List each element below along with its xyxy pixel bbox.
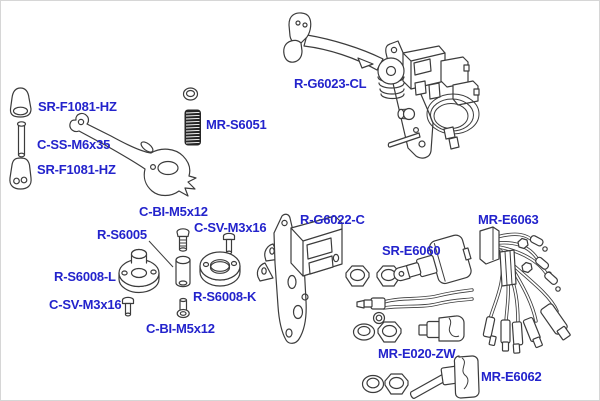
hex-nut-part [384,373,409,395]
leader-line-r-s6005 [148,240,174,268]
label-c-bi-m5x12-top[interactable]: C-BI-M5x12 [139,204,208,219]
label-c-ss-m6x35[interactable]: C-SS-M6x35 [37,137,111,152]
label-r-s6008-l[interactable]: R-S6008-L [54,269,116,284]
label-sr-f1081-hz-top[interactable]: SR-F1081-HZ [38,99,117,114]
spring-part [184,109,201,146]
screw-csv-right-part [222,232,236,255]
hex-nut-part [377,321,402,343]
screw-csv-left-part [121,296,135,317]
label-sr-e6060[interactable]: SR-E6060 [382,243,441,258]
washer-part [352,323,376,341]
knob-cap-part [9,87,32,118]
sr-e6060-part [393,234,472,285]
lever-arm-part [69,112,197,197]
screw-cbi-bottom-part [176,297,190,319]
screw-css-part [16,121,27,158]
label-r-g6022-c[interactable]: R-G6022-C [300,212,365,227]
small-washer-part [372,311,386,325]
label-c-sv-m3x16-right[interactable]: C-SV-M3x16 [194,220,267,235]
label-c-bi-m5x12-bot[interactable]: C-BI-M5x12 [146,321,215,336]
label-r-g6023-cl[interactable]: R-G6023-CL [294,76,367,91]
label-r-s6008-k[interactable]: R-S6008-K [193,289,257,304]
ring-part [182,87,199,101]
grip-part [9,157,32,190]
label-sr-f1081-hz-bot[interactable]: SR-F1081-HZ [37,162,116,177]
cable-part [356,288,474,310]
r-s6008-k-part [199,251,241,287]
label-c-sv-m3x16-left[interactable]: C-SV-M3x16 [49,297,122,312]
mr-e6063-part [479,226,571,354]
label-mr-e6063[interactable]: MR-E6063 [478,212,539,227]
label-mr-s6051[interactable]: MR-S6051 [206,117,267,132]
mr-e6062-part [410,355,480,399]
mr-e020-zw-part [418,315,465,342]
label-mr-e6062[interactable]: MR-E6062 [481,369,542,384]
screw-cbi-top-part [176,228,190,252]
bracket-r-g6022-c-part [256,213,343,344]
r-s6008-l-part [118,248,160,294]
r-s6005-part [175,255,191,288]
assembly-r-g6023-cl-part [283,12,480,159]
hex-nut-part [345,265,370,287]
washer-part [361,374,385,394]
label-r-s6005[interactable]: R-S6005 [97,227,147,242]
label-mr-e020-zw[interactable]: MR-E020-ZW [378,346,456,361]
